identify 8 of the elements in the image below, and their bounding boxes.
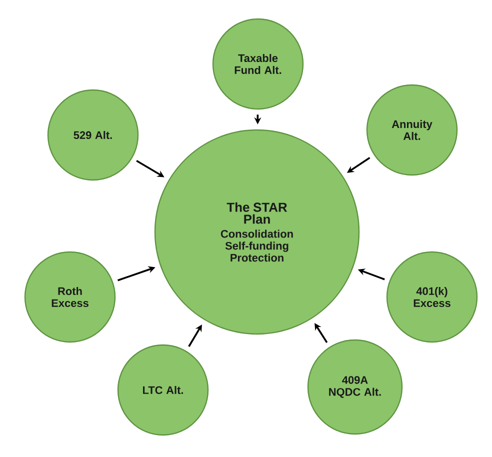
circle-node: LTC Alt. bbox=[117, 344, 209, 436]
circle-node: Roth Excess bbox=[24, 251, 116, 343]
circle-node: Annuity Alt. bbox=[366, 84, 458, 176]
circle-node: The STAR Plan Consolidation Self-funding Protection bbox=[154, 129, 360, 335]
circle-node: 401(k) Excess bbox=[386, 251, 478, 343]
circle-node: 409A NQDC Alt. bbox=[307, 339, 403, 435]
circle-node: Taxable Fund Alt. bbox=[212, 18, 304, 110]
circle-node: 529 Alt. bbox=[47, 89, 139, 181]
